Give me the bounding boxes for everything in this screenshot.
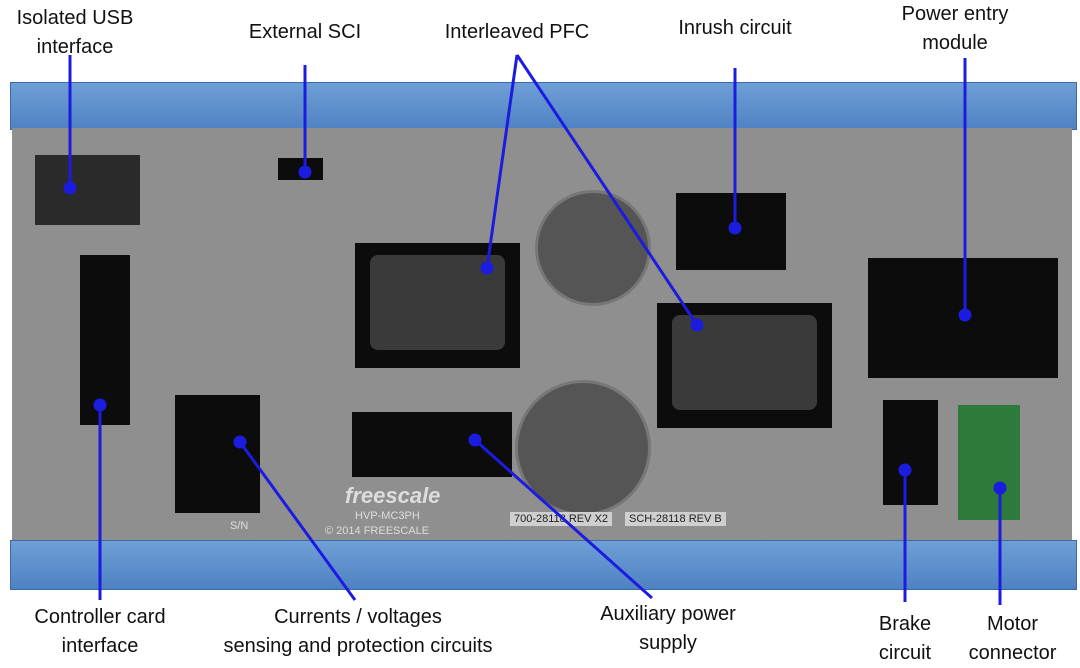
label-usb-line2: interface [36, 36, 114, 58]
label-motor-line1: Motor [986, 613, 1039, 635]
usb-interface-region [35, 155, 140, 225]
callout-pfc-1 [485, 54, 519, 269]
label-aux-line1: Auxiliary power [600, 603, 736, 625]
label-usb: Isolated USB interface [10, 4, 140, 62]
sensing-circuit-region [175, 395, 260, 513]
bulk-capacitor [535, 190, 651, 306]
controller-card-connector [80, 255, 130, 425]
aux-supply-region [352, 412, 512, 477]
label-power-entry-line2: module [922, 32, 988, 54]
label-sci: External SCI [248, 21, 362, 43]
label-controller-line1: Controller card [34, 606, 166, 628]
top-rail [10, 82, 1077, 130]
label-power-entry: Power entry module [880, 0, 1030, 58]
label-controller: Controller card interface [10, 603, 190, 661]
sn-text: S/N [230, 520, 249, 532]
label-motor: Motor connector [955, 610, 1070, 668]
label-sensing: Currents / voltages sensing and protecti… [193, 603, 523, 661]
brand-logo: freescale [345, 483, 441, 508]
label-inrush: Inrush circuit [678, 17, 792, 39]
label-aux-line2: supply [639, 632, 697, 654]
bulk-capacitor [515, 380, 651, 516]
bottom-rail [10, 540, 1077, 590]
callout-pfc-2 [515, 54, 699, 326]
rev-label-2: SCH-28118 REV B [625, 512, 726, 526]
label-sensing-line2: sensing and protection circuits [223, 635, 493, 657]
label-motor-line2: connector [968, 642, 1057, 664]
model-text: HVP-MC3PH [355, 510, 420, 522]
label-brake: Brake circuit [860, 610, 950, 668]
label-power-entry-line1: Power entry [901, 3, 1009, 25]
label-aux: Auxiliary power supply [578, 600, 758, 658]
motor-connector [958, 405, 1020, 520]
callout-aux [474, 438, 653, 600]
brake-circuit-region [883, 400, 938, 505]
label-sensing-line1: Currents / voltages [274, 606, 442, 628]
rev-label-1: 700-28118 REV X2 [510, 512, 612, 526]
label-brake-line2: circuit [878, 642, 932, 664]
label-usb-line1: Isolated USB [16, 7, 134, 29]
label-brake-line1: Brake [878, 613, 932, 635]
label-controller-line2: interface [61, 635, 139, 657]
callout-sensing [238, 441, 357, 601]
copyright-text: © 2014 FREESCALE [325, 525, 430, 537]
label-pfc: Interleaved PFC [444, 21, 590, 43]
